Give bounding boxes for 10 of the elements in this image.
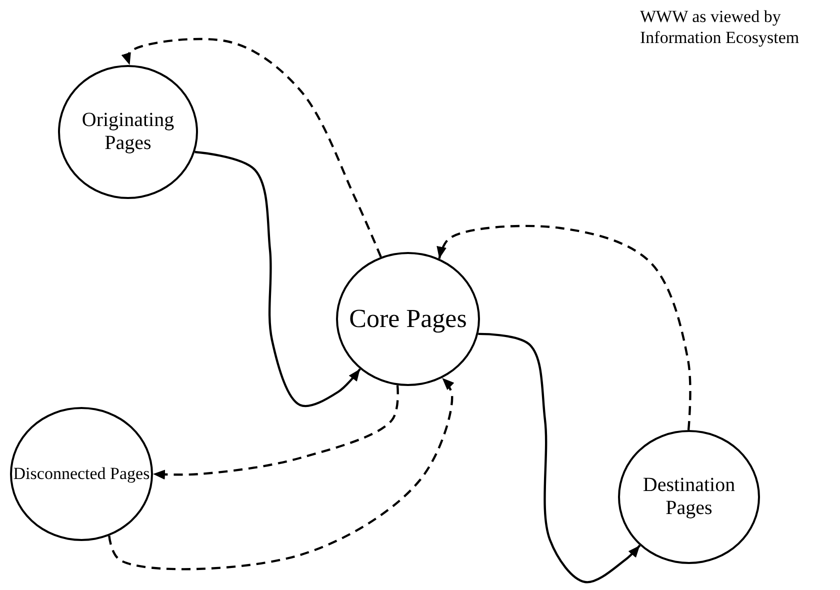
node-label: Originating Pages: [80, 109, 176, 155]
node-label: Destination Pages: [642, 474, 736, 520]
dashed-arrow: [436, 224, 692, 430]
dashed-arrow: [152, 385, 399, 480]
node-label: Core Pages: [349, 304, 467, 334]
dashed-arrow: [108, 377, 454, 570]
node-label: Disconnected Pages: [13, 464, 150, 484]
caption-note: WWW as viewed by Information Ecosystem: [640, 6, 800, 48]
arrow: [194, 150, 361, 408]
dashed-arrow: [121, 38, 382, 258]
